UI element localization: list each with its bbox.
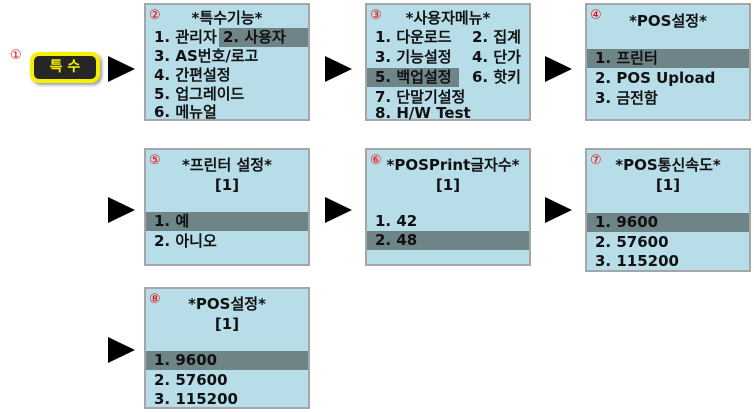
arrow-right-icon <box>108 337 135 363</box>
menu-item[interactable]: 7. 단말기설정 <box>375 88 466 106</box>
menu-item[interactable]: 2. 집계 <box>472 28 521 46</box>
current-value: [1] <box>214 315 240 333</box>
menu-item[interactable]: 3. 금전함 <box>595 89 658 107</box>
option[interactable]: 3. 115200 <box>154 390 238 408</box>
screen-title: *POS통신속도* <box>615 156 721 174</box>
screen-print-chars: ⑥ *POSPrint글자수* [1] 1. 42 2. 48 <box>365 148 531 266</box>
step-number: ⑦ <box>590 153 602 168</box>
menu-item[interactable]: 5. 업그레이드 <box>154 85 245 103</box>
menu-item[interactable]: 8. H/W Test <box>375 104 471 122</box>
menu-item-selected[interactable]: 1. 프린터 <box>587 49 749 68</box>
screen-title: *사용자메뉴* <box>405 9 491 27</box>
menu-item-selected[interactable]: 2. 사용자 <box>219 28 308 47</box>
menu-item[interactable]: 4. 간편설정 <box>154 66 231 84</box>
option[interactable]: 2. 57600 <box>595 233 669 251</box>
menu-item-selected[interactable]: 5. 백업설정 <box>367 68 459 87</box>
option[interactable]: 2. 57600 <box>154 371 228 389</box>
screen-title: *POS설정* <box>188 295 266 313</box>
screen-title: *POSPrint글자수* <box>386 156 520 174</box>
special-button[interactable]: 특 수 <box>30 52 100 83</box>
menu-item[interactable]: 4. 단가 <box>472 48 521 66</box>
arrow-right-icon <box>545 56 572 82</box>
screen-special-functions: ② *특수기능* 1. 관리자 2. 사용자 3. AS번호/로고 4. 간편설… <box>144 3 310 121</box>
menu-item[interactable]: 6. 메뉴얼 <box>154 103 217 121</box>
menu-item[interactable]: 3. AS번호/로고 <box>154 47 259 65</box>
arrow-right-icon <box>108 197 135 223</box>
arrow-right-icon <box>325 197 352 223</box>
option-selected[interactable]: 1. 예 <box>146 212 308 231</box>
step-number: ③ <box>370 8 382 23</box>
option[interactable]: 1. 42 <box>375 212 418 230</box>
screen-pos-settings: ④ *POS설정* 1. 프린터 2. POS Upload 3. 금전함 <box>585 3 751 121</box>
current-value: [1] <box>214 176 240 194</box>
step-number: ⑥ <box>370 153 382 168</box>
menu-item[interactable]: 1. 다운로드 <box>375 28 452 46</box>
step-number: ⑧ <box>149 292 161 307</box>
step-number: ② <box>149 8 161 23</box>
menu-item[interactable]: 2. POS Upload <box>595 69 716 87</box>
screen-printer-settings: ⑤ *프린터 설정* [1] 1. 예 2. 아니오 <box>144 148 310 266</box>
arrow-right-icon <box>545 197 572 223</box>
menu-item[interactable]: 6. 핫키 <box>472 68 521 86</box>
step-number: ④ <box>590 8 602 23</box>
screen-user-menu: ③ *사용자메뉴* 1. 다운로드 2. 집계 3. 기능설정 4. 단가 5.… <box>365 3 531 121</box>
step-number: ⑤ <box>149 153 161 168</box>
option[interactable]: 2. 아니오 <box>154 232 217 250</box>
menu-item[interactable]: 1. 관리자 <box>154 28 217 46</box>
arrow-right-icon <box>108 56 135 82</box>
current-value: [1] <box>435 176 461 194</box>
screen-pos-baud: ⑦ *POS통신속도* [1] 1. 9600 2. 57600 3. 1152… <box>585 148 751 272</box>
current-value: [1] <box>655 176 681 194</box>
option[interactable]: 3. 115200 <box>595 252 679 270</box>
option-selected[interactable]: 1. 9600 <box>146 351 308 370</box>
step-number: ① <box>10 48 22 63</box>
option-selected[interactable]: 2. 48 <box>367 231 529 250</box>
screen-pos-settings-baud: ⑧ *POS설정* [1] 1. 9600 2. 57600 3. 115200 <box>144 287 310 409</box>
screen-title: *POS설정* <box>629 12 707 30</box>
arrow-right-icon <box>325 56 352 82</box>
screen-title: *특수기능* <box>191 9 263 27</box>
menu-item[interactable]: 3. 기능설정 <box>375 48 452 66</box>
screen-title: *프린터 설정* <box>182 156 272 174</box>
option-selected[interactable]: 1. 9600 <box>587 213 749 232</box>
